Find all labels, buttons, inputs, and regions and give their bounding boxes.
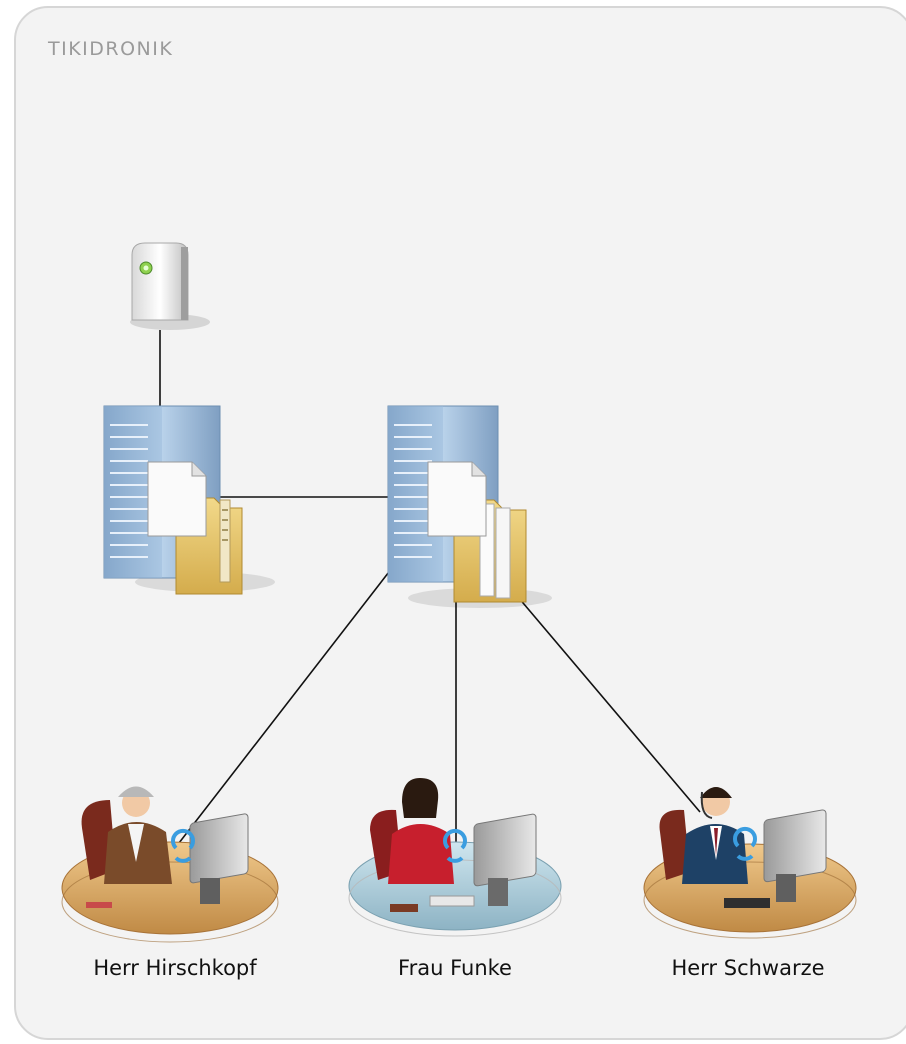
user-workstation-icon: [61, 786, 279, 943]
connectors: [159, 330, 701, 853]
connector-fileserver-hirschkopf: [171, 567, 393, 853]
user-label-schwarze: Herr Schwarze: [671, 956, 825, 980]
user-label-hirschkopf: Herr Hirschkopf: [93, 956, 257, 980]
file-server-archive-icon: [103, 405, 275, 595]
user-workstation-icon: [348, 778, 562, 937]
brand-label: TIKIDRONIK: [48, 38, 174, 60]
user-workstation-icon: [643, 787, 857, 939]
file-server-folder-icon: [387, 405, 552, 608]
network-storage-icon: [130, 242, 210, 330]
user-label-funke: Frau Funke: [398, 956, 512, 980]
connector-fileserver-schwarze: [517, 596, 701, 813]
